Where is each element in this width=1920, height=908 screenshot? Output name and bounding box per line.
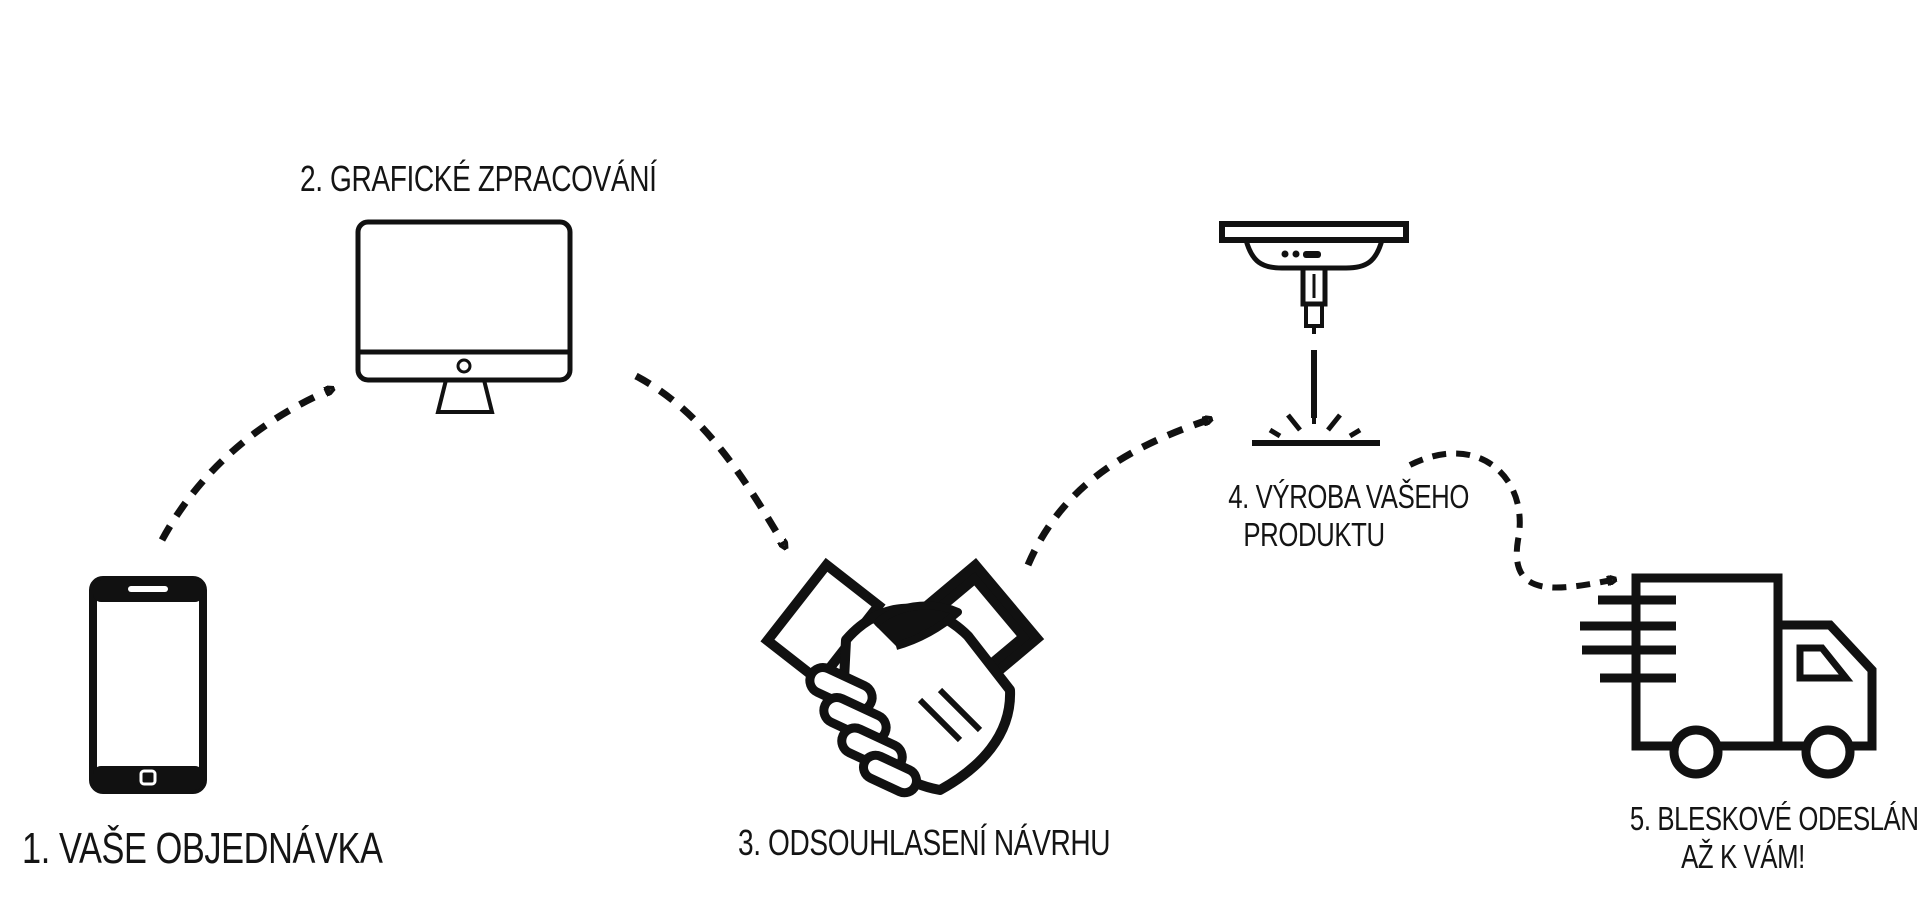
connector-arrow-2-to-3 <box>634 372 784 545</box>
step-5-label-line1: 5. BLESKOVÉ ODESLÁNÍ <box>1629 800 1920 837</box>
step-1-label: 1. VAŠE OBJEDNÁVKA <box>22 824 383 873</box>
handshake-icon <box>760 557 1045 798</box>
step-5-label: 5. BLESKOVÉ ODESLÁNÍ AŽ K VÁM! <box>1629 800 1920 876</box>
connector-arrow-1-to-2 <box>158 390 330 542</box>
step-4-label-line2: PRODUKTU <box>1243 515 1385 553</box>
laser-engraver-icon <box>1219 221 1409 446</box>
connector-arrow-4-to-5 <box>1408 450 1612 591</box>
step-5-label-line2: AŽ K VÁM! <box>1681 837 1805 875</box>
desktop-monitor-icon <box>355 219 573 414</box>
delivery-truck-icon <box>1580 573 1877 779</box>
step-2-label: 2. GRAFICKÉ ZPRACOVÁNÍ <box>300 158 657 199</box>
connector-arrow-3-to-4 <box>1024 420 1208 567</box>
step-4-label: 4. VÝROBA VAŠEHO PRODUKTU <box>1228 478 1469 554</box>
smartphone-icon <box>89 576 207 794</box>
step-4-label-line1: 4. VÝROBA VAŠEHO <box>1228 478 1469 515</box>
step-3-label: 3. ODSOUHLASENÍ NÁVRHU <box>738 822 1111 863</box>
